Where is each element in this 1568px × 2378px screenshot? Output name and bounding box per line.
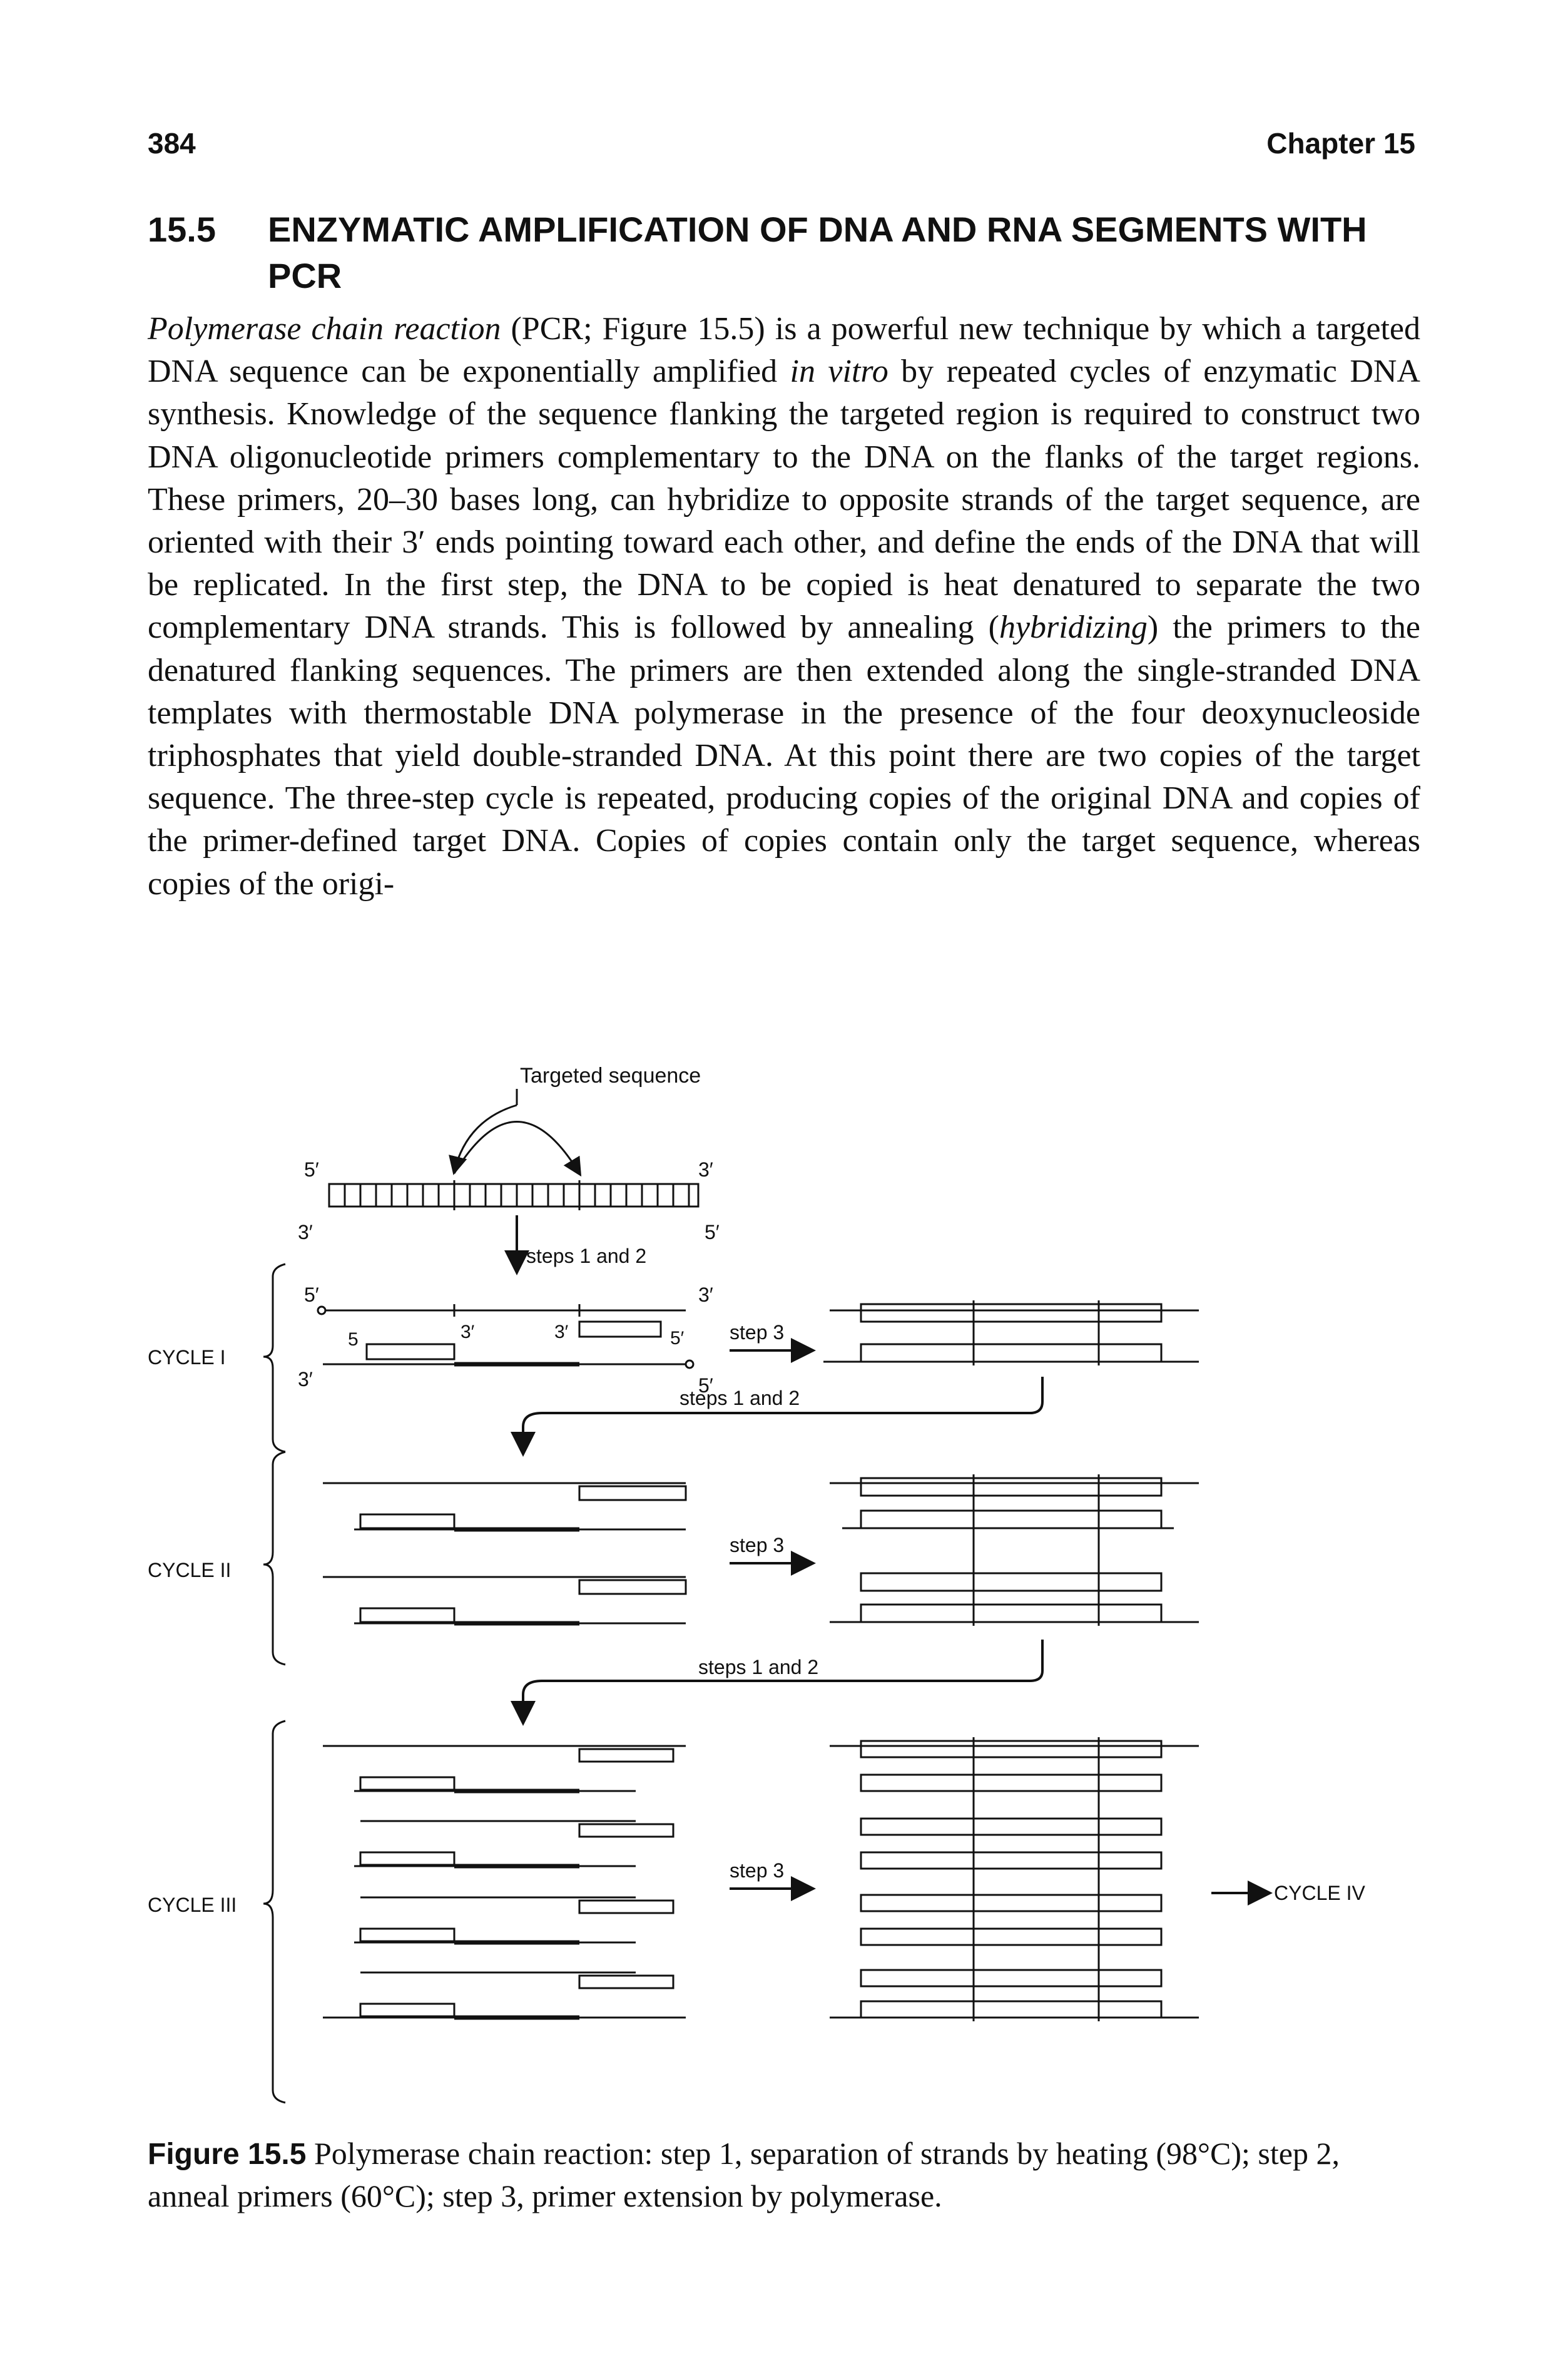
cycle-1-product <box>823 1300 1199 1365</box>
cycle-3-label: CYCLE III <box>148 1894 237 1916</box>
caption-text: Polymerase chain reaction: step 1, separ… <box>148 2136 1340 2213</box>
svg-text:5′: 5′ <box>670 1328 685 1349</box>
svg-text:3′: 3′ <box>461 1322 475 1342</box>
caption-label: Figure 15.5 <box>148 2138 307 2171</box>
step-3-label-c3: step 3 <box>730 1859 784 1882</box>
term-in-vitro: in vitro <box>790 354 888 390</box>
chapter-label: Chapter 15 <box>1266 127 1415 160</box>
original-dna: 5′ 3′ 3′ 5′ <box>298 1158 720 1243</box>
cycle-2-left <box>323 1482 687 1626</box>
cycle-1-label: CYCLE I <box>148 1346 225 1369</box>
cycle-2-products <box>830 1474 1199 1626</box>
text-part-1: (PCR; Figure 15.5) is a powerful new tec… <box>148 311 1420 390</box>
page-number: 384 <box>148 127 196 160</box>
text-part-2: by repeated cycles of enzymatic DNA synt… <box>148 354 1420 646</box>
svg-text:5: 5 <box>348 1329 359 1350</box>
cycle-3-left <box>323 1745 686 2020</box>
targeted-sequence-label: Targeted sequence <box>520 1064 701 1088</box>
svg-text:5′: 5′ <box>705 1221 720 1243</box>
cycle-4-label: CYCLE IV <box>1274 1882 1365 1904</box>
svg-text:5′: 5′ <box>304 1158 319 1181</box>
section-number: 15.5 <box>148 210 216 249</box>
svg-text:5′: 5′ <box>698 1374 713 1397</box>
svg-text:5′: 5′ <box>304 1283 319 1306</box>
section-title: ENZYMATIC AMPLIFICATION OF DNA AND RNA S… <box>268 210 1367 295</box>
cycle-3-products <box>830 1737 1199 2021</box>
svg-text:3′: 3′ <box>698 1283 713 1306</box>
svg-text:3′: 3′ <box>554 1322 569 1342</box>
steps-1-2-label-c2: steps 1 and 2 <box>698 1656 818 1678</box>
svg-text:3′: 3′ <box>298 1221 313 1243</box>
step-3-label-c2: step 3 <box>730 1534 784 1556</box>
steps-1-2-label-top: steps 1 and 2 <box>526 1245 646 1267</box>
cycle-1-left: 5′ 3′ 3′ 5′ 5 3′ 3′ 5′ <box>298 1283 713 1397</box>
step-3-label-c1: step 3 <box>730 1321 784 1344</box>
cycle-2-label: CYCLE II <box>148 1559 231 1581</box>
text-part-3: ) the primers to the denatured flanking … <box>148 610 1420 902</box>
steps-1-2-label-c1: steps 1 and 2 <box>680 1387 800 1409</box>
term-pcr: Polymerase chain reaction <box>148 311 501 347</box>
figure-caption: Figure 15.5 Polymerase chain reaction: s… <box>148 2133 1420 2217</box>
svg-text:3′: 3′ <box>298 1368 313 1391</box>
term-hybridizing: hybridizing <box>999 610 1148 646</box>
body-paragraph: Polymerase chain reaction (PCR; Figure 1… <box>148 308 1420 906</box>
pcr-diagram: Targeted sequence 5′ 3′ 3′ 5′ steps 1 an… <box>148 1064 1365 2104</box>
svg-text:3′: 3′ <box>698 1158 713 1181</box>
